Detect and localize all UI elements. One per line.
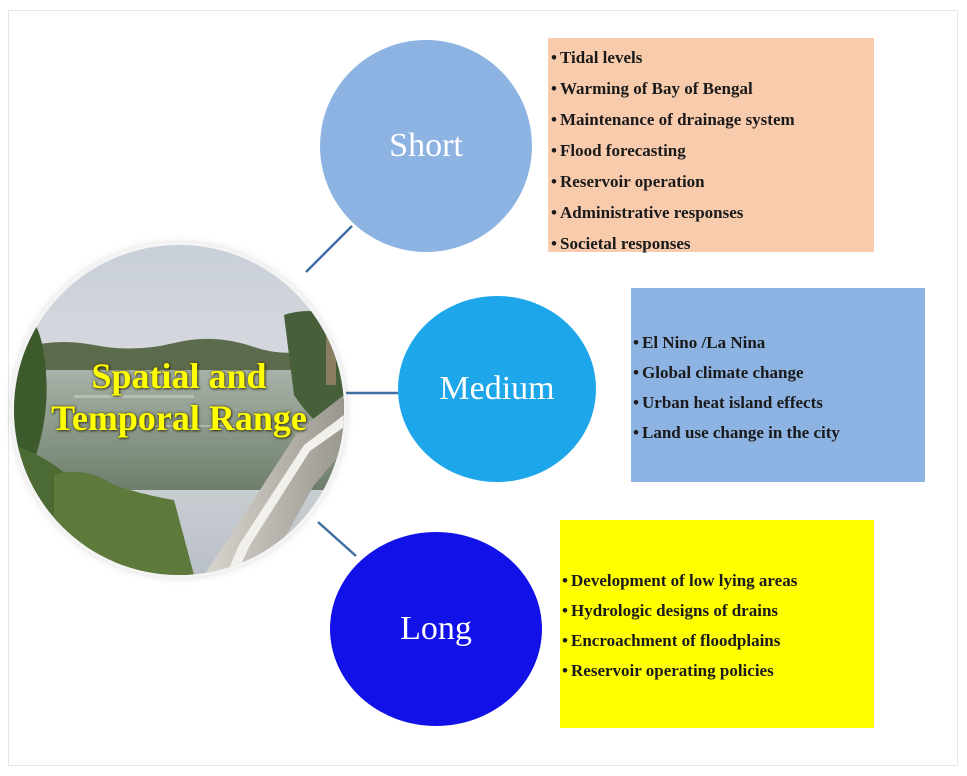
- category-circle-medium: Medium: [398, 296, 596, 482]
- factor-item: •Reservoir operating policies: [562, 656, 874, 686]
- factor-box-long: •Development of low lying areas •Hydrolo…: [560, 520, 874, 728]
- lake-photo-image: [14, 245, 344, 575]
- bullet-icon: •: [562, 571, 568, 590]
- category-circle-long: Long: [330, 532, 542, 726]
- factor-box-medium: •El Nino /La Nina •Global climate change…: [631, 288, 925, 482]
- factor-item: •Land use change in the city: [633, 418, 925, 448]
- category-label-short: Short: [389, 127, 463, 164]
- factor-item: •Global climate change: [633, 358, 925, 388]
- factor-item: •Urban heat island effects: [633, 388, 925, 418]
- bullet-icon: •: [551, 79, 557, 98]
- factor-item: •Societal responses: [551, 228, 874, 259]
- factor-item: •Encroachment of floodplains: [562, 626, 874, 656]
- factor-item: •Warming of Bay of Bengal: [551, 73, 874, 104]
- bullet-icon: •: [633, 333, 639, 352]
- bullet-icon: •: [633, 423, 639, 442]
- factor-item: •Reservoir operation: [551, 166, 874, 197]
- bullet-icon: •: [562, 661, 568, 680]
- factor-item: •Hydrologic designs of drains: [562, 596, 874, 626]
- factor-item: •Maintenance of drainage system: [551, 104, 874, 135]
- central-title: Spatial and Temporal Range: [14, 355, 344, 439]
- bullet-icon: •: [551, 234, 557, 253]
- bullet-icon: •: [551, 203, 557, 222]
- bullet-icon: •: [551, 141, 557, 160]
- category-label-medium: Medium: [439, 370, 555, 407]
- factor-item: •Flood forecasting: [551, 135, 874, 166]
- central-photo-circle: Spatial and Temporal Range: [14, 245, 344, 575]
- bullet-icon: •: [562, 631, 568, 650]
- factor-item: •El Nino /La Nina: [633, 328, 925, 358]
- bullet-icon: •: [633, 393, 639, 412]
- bullet-icon: •: [551, 110, 557, 129]
- category-circle-short: Short: [320, 40, 532, 252]
- factor-item: •Development of low lying areas: [562, 566, 874, 596]
- bullet-icon: •: [551, 48, 557, 67]
- factor-box-short: •Tidal levels •Warming of Bay of Bengal …: [548, 38, 874, 253]
- factor-item: •Tidal levels: [551, 42, 874, 73]
- central-title-line-1: Spatial and: [91, 356, 267, 396]
- factor-item: •Administrative responses: [551, 197, 874, 228]
- central-title-line-2: Temporal Range: [51, 398, 307, 438]
- category-label-long: Long: [400, 610, 472, 647]
- bullet-icon: •: [562, 601, 568, 620]
- bullet-icon: •: [551, 172, 557, 191]
- bullet-icon: •: [633, 363, 639, 382]
